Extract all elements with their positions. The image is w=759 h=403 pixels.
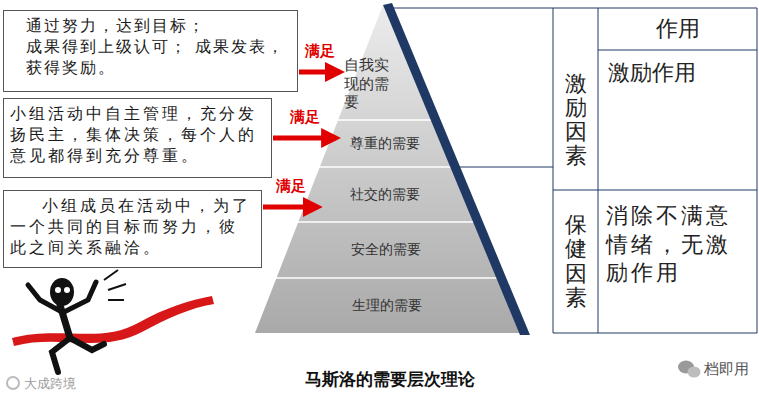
edge-label: 满足 (275, 177, 307, 196)
node-text: 自我实现的需要 (344, 56, 392, 112)
caption: 马斯洛的需要层次理论 (240, 368, 540, 391)
table-cell: 激励因素 (565, 72, 587, 169)
table-cell-cell: 激励作用 (598, 50, 757, 190)
pyramid-level: 生理的需要 (276, 278, 497, 333)
table-grid (553, 8, 757, 333)
pyramid-edge (383, 3, 530, 335)
watermark: 档即用 (704, 360, 756, 379)
node-text: 小组活动中自主管理，充分发扬民主，集体决策，每个人的意见都得到充分尊重。 (10, 104, 265, 166)
edge-label: 满足 (304, 42, 336, 61)
edge-label: 满足 (289, 108, 321, 127)
pyramid-level: 尊重的需要 (338, 120, 431, 167)
table-header: 作用 (656, 14, 700, 44)
watermark: 大成跨境 (24, 375, 114, 393)
guide-line (455, 167, 553, 168)
table-cell-cell: 激励因素 (553, 50, 598, 190)
table-cell: 激励作用 (608, 58, 747, 88)
arrow (299, 70, 340, 75)
runner-figure (28, 270, 126, 372)
guide-line (392, 8, 757, 9)
callout-box: 小组活动中自主管理，充分发扬民主，集体决策，每个人的意见都得到充分尊重。 (3, 98, 272, 178)
wechat-icon (678, 361, 701, 378)
callout-box: 通过努力，达到目标； 成果得到上级认可； 成果发表，获得奖励。 (3, 10, 298, 92)
watermark-cell: 大成跨境 (24, 375, 114, 393)
node-text: 社交的需要 (350, 186, 420, 204)
arrow (263, 205, 318, 210)
table-cell: 保健因素 (565, 213, 587, 310)
node-text: 尊重的需要 (350, 135, 420, 153)
node-text: 生理的需要 (352, 297, 422, 315)
pyramid-level: 社交的需要 (320, 167, 451, 222)
table-cell-cell: 保健因素 (553, 190, 598, 333)
node-text: 安全的需要 (351, 241, 421, 259)
watermark-cell: 档即用 (704, 360, 756, 380)
table-cell: 消除不满意情绪，无激励作用 (606, 202, 749, 288)
table-header-cell: 作用 (598, 8, 757, 50)
callout-box: 小组成员在活动中，为了一个共同的目标而努力，彼此之间关系融洽。 (3, 190, 262, 268)
pyramid-level: 自我实现的需要 (342, 50, 394, 118)
table-cell-cell: 消除不满意情绪，无激励作用 (598, 190, 757, 333)
pyramid-level: 安全的需要 (298, 222, 473, 278)
arrow (273, 136, 336, 141)
node-text: 通过努力，达到目标； 成果得到上级认可； 成果发表，获得奖励。 (10, 16, 291, 78)
watermark-logo (7, 377, 19, 389)
node-text: 小组成员在活动中，为了一个共同的目标而努力，彼此之间关系融洽。 (10, 196, 255, 258)
